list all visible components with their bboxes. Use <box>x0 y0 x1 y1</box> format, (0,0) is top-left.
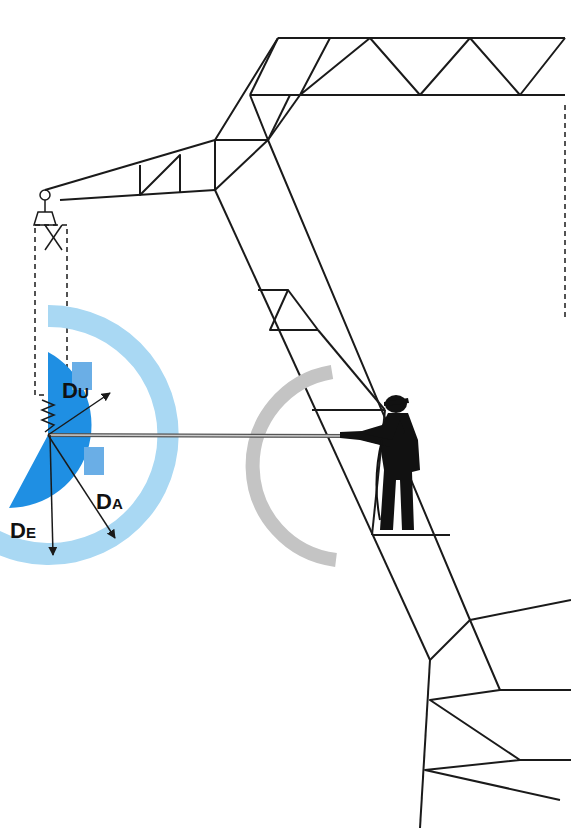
dimension-label: DE <box>10 520 36 542</box>
insulator-symbol <box>42 400 54 432</box>
mark-square <box>84 447 104 475</box>
safety-lanyard <box>376 440 382 520</box>
worker-figure <box>340 395 420 530</box>
hook-block <box>34 105 565 395</box>
zone-sector <box>9 352 92 508</box>
truss-structure <box>45 38 571 828</box>
dimension-arrow <box>48 393 115 555</box>
swing-arc <box>253 372 336 560</box>
hot-stick <box>48 435 355 436</box>
hot-stick <box>48 435 355 436</box>
dimension-label: DU <box>62 380 89 402</box>
dimension-label: DA <box>96 491 123 513</box>
